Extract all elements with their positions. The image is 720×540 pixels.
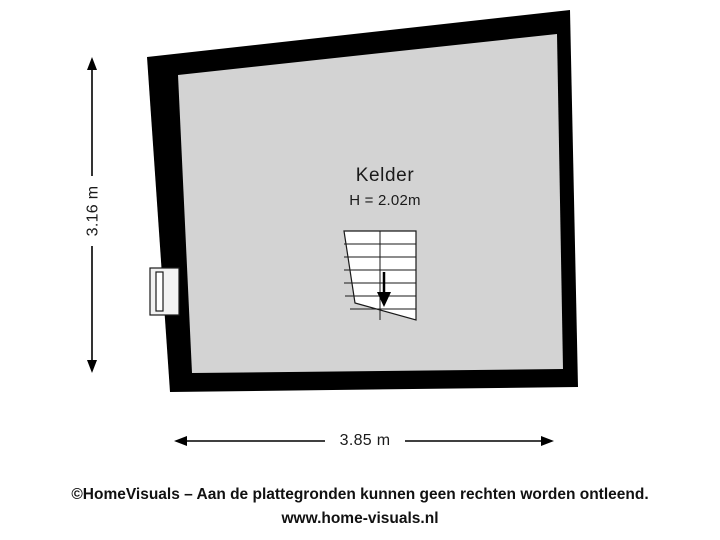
footer-disclaimer: ©HomeVisuals – Aan de plattegronden kunn… [71,486,649,503]
dimension-bottom-label: 3.85 m [325,430,405,452]
dimension-left-label: 3.16 m [82,176,104,246]
room-name-label: Kelder [355,165,415,186]
door-opening [149,267,180,316]
dimension-bottom-value: 3.85 m [339,432,391,449]
room-height-label: H = 2.02m [349,192,421,209]
floor-area [178,34,563,373]
staircase [343,230,417,321]
footer-website: www.home-visuals.nl [281,510,439,527]
dimension-left-value: 3.16 m [84,185,101,237]
